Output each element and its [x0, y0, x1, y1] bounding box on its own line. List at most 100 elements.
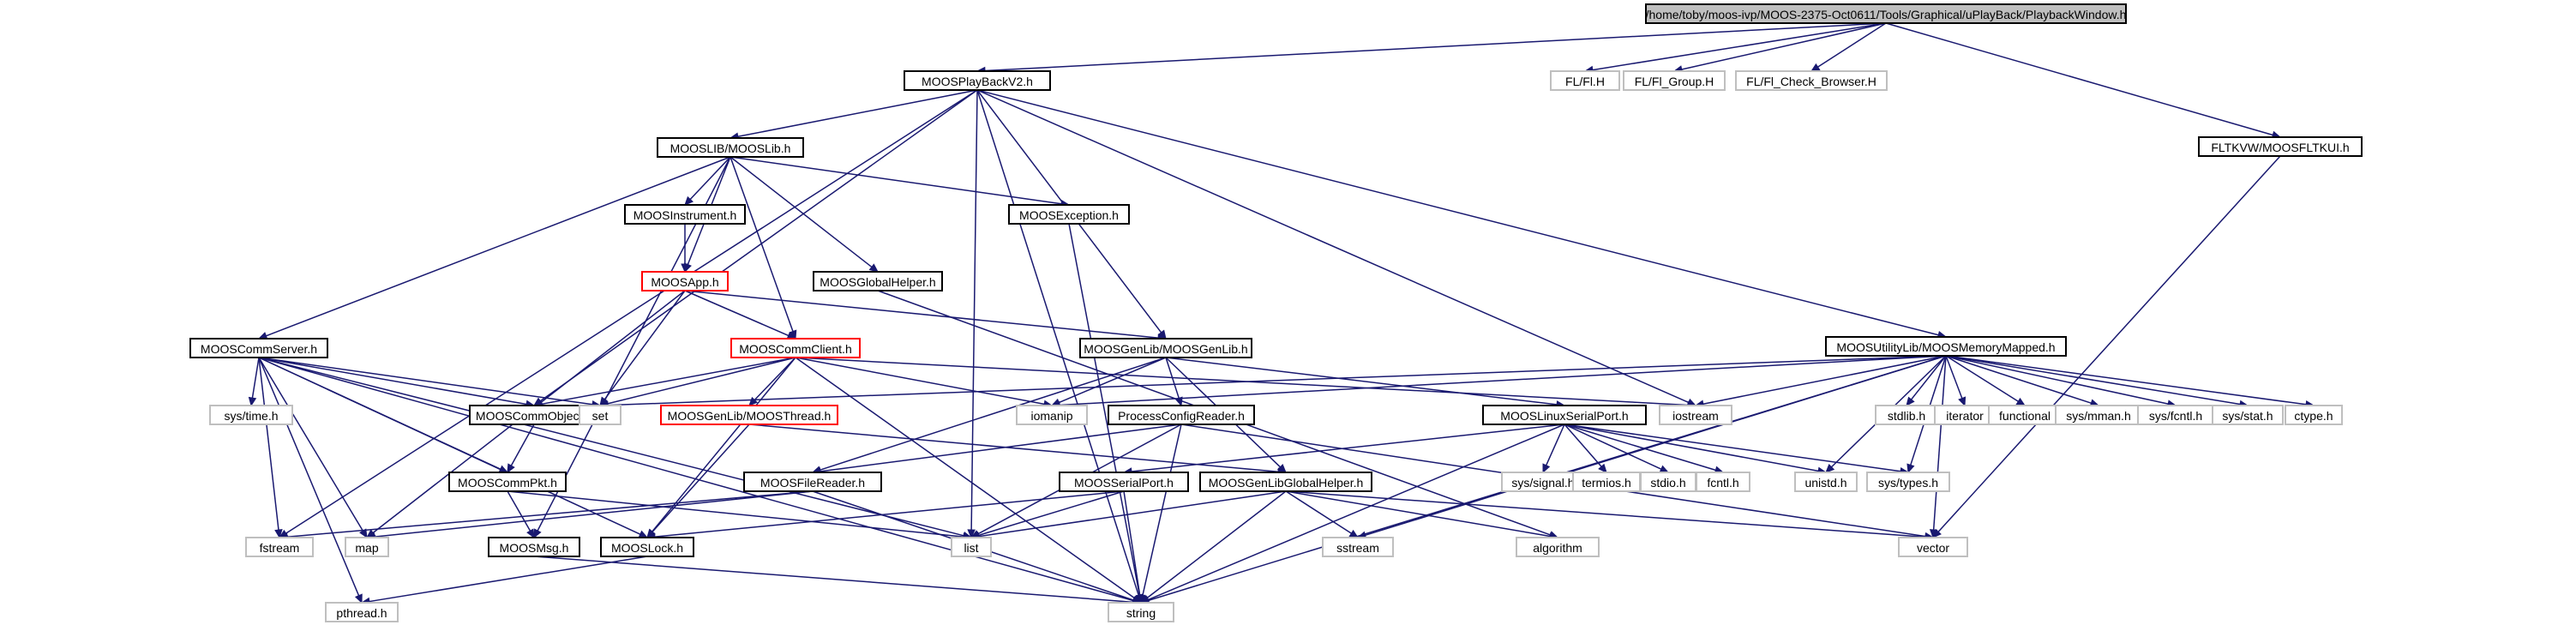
- node-mooslock-h[interactable]: MOOSLock.h: [600, 537, 694, 557]
- node-set: set: [579, 405, 621, 425]
- node-list: list: [951, 537, 992, 557]
- node-processconfigreader-h[interactable]: ProcessConfigReader.h: [1108, 405, 1255, 425]
- node-mooslinuxserialport-h[interactable]: MOOSLinuxSerialPort.h: [1482, 405, 1647, 425]
- node-label: MOOSFileReader.h: [760, 476, 865, 490]
- node-fl-fl-group-h: FL/Fl_Group.H: [1623, 70, 1726, 91]
- node-label: string: [1126, 606, 1156, 620]
- node-mooscommserver-h[interactable]: MOOSCommServer.h: [189, 338, 328, 358]
- node-label: sstream: [1336, 541, 1379, 555]
- node-fl-fl-h: FL/Fl.H: [1550, 70, 1620, 91]
- edge-mooslib-to-moosinst: [684, 156, 731, 206]
- node-sys-types-h: sys/types.h: [1866, 472, 1950, 492]
- arrowhead-icon: [507, 463, 515, 474]
- nodes-layer: /home/toby/moos-ivp/MOOS-2375-Oct0611/To…: [189, 3, 2363, 622]
- node-box: [1645, 3, 2127, 24]
- node-box: [1108, 602, 1174, 622]
- node-vector: vector: [1898, 537, 1968, 557]
- node-moosmsg-h[interactable]: MOOSMsg.h: [488, 537, 580, 557]
- edge-mooslib-to-commserver: [257, 156, 731, 340]
- arrowhead-icon: [248, 396, 257, 407]
- edge-genlibglobal-to-vector: [1285, 490, 1935, 542]
- node-mooslib-mooslib-h[interactable]: MOOSLIB/MOOSLib.h: [657, 137, 804, 158]
- node-label: sys/mman.h: [2066, 409, 2130, 423]
- arrowhead-icon: [684, 195, 694, 206]
- node-label: fcntl.h: [1707, 476, 1738, 490]
- edge-moosinst-to-moosapp: [681, 224, 689, 273]
- node-label: MOOSGenLibGlobalHelper.h: [1209, 476, 1364, 490]
- node-functional: functional: [1988, 405, 2062, 425]
- node-moosgenlib-moosthread-h[interactable]: MOOSGenLib/MOOSThread.h: [660, 405, 838, 425]
- node-box: [345, 537, 389, 557]
- node-label: stdlib.h: [1888, 409, 1925, 423]
- node-moosinstrument-h[interactable]: MOOSInstrument.h: [624, 204, 746, 225]
- node-label: stdio.h: [1650, 476, 1685, 490]
- edge-mooslib-to-moosexc: [730, 156, 1071, 208]
- node-home-toby-moos-ivp-moos-2375-oct0611-tools-graphical-uplayback-playbackwindow-h[interactable]: /home/toby/moos-ivp/MOOS-2375-Oct0611/To…: [1645, 3, 2127, 24]
- node-box: [1482, 405, 1647, 425]
- node-moosgenlibglobalhelper-h[interactable]: MOOSGenLibGlobalHelper.h: [1199, 472, 1372, 492]
- edge-moosapp-to-commclient: [684, 290, 797, 340]
- arrowhead-icon: [533, 528, 542, 539]
- node-label: list: [964, 541, 978, 555]
- node-box: [245, 537, 314, 557]
- node-mooscommpkt-h[interactable]: MOOSCommPkt.h: [448, 472, 567, 492]
- node-sys-fcntl-h: sys/fcntl.h: [2137, 405, 2214, 425]
- arrowhead-icon: [1140, 594, 1150, 604]
- edge-root-to-playback: [976, 22, 1887, 75]
- node-sys-mman-h: sys/mman.h: [2055, 405, 2142, 425]
- node-box: [1516, 537, 1600, 557]
- node-ctype-h: ctype.h: [2285, 405, 2343, 425]
- node-label: MOOSCommServer.h: [201, 342, 317, 356]
- node-mooscommclient-h[interactable]: MOOSCommClient.h: [730, 338, 861, 358]
- node-iostream: iostream: [1659, 405, 1732, 425]
- node-map: map: [345, 537, 389, 557]
- edge-commserver-to-string: [258, 357, 1143, 605]
- arrowhead-icon: [1958, 396, 1967, 407]
- node-moosapp-h[interactable]: MOOSApp.h: [641, 271, 729, 291]
- node-pthread-h: pthread.h: [325, 602, 399, 622]
- node-fltkvw-moosfltkui-h[interactable]: FLTKVW/MOOSFLTKUI.h: [2198, 136, 2363, 157]
- edge-moosapp-to-genlib: [684, 290, 1168, 342]
- edge-memmapped-to-sysfcntl: [1945, 355, 2177, 408]
- node-moosplaybackv2-h[interactable]: MOOSPlayBackV2.h: [904, 70, 1051, 91]
- node-mooscommobject-h[interactable]: MOOSCommObject.h: [469, 405, 599, 425]
- arrowhead-icon: [2015, 397, 2027, 406]
- edge-filereader-to-map: [365, 490, 814, 541]
- node-label: MOOSInstrument.h: [633, 208, 737, 222]
- node-moosutilitylib-moosmemorymapped-h[interactable]: MOOSUtilityLib/MOOSMemoryMapped.h: [1825, 336, 2067, 357]
- node-moosserialport-h[interactable]: MOOSSerialPort.h: [1059, 472, 1189, 492]
- arrowhead-icon: [354, 593, 363, 604]
- node-box: [1059, 472, 1189, 492]
- node-box: [1623, 70, 1726, 91]
- edge-commpkt-to-moosmsg: [507, 490, 535, 539]
- node-box: [1659, 405, 1732, 425]
- node-stdio-h: stdio.h: [1640, 472, 1696, 492]
- node-fcntl-h: fcntl.h: [1696, 472, 1750, 492]
- edge-genlib-to-iomanip: [1050, 357, 1167, 406]
- node-box: [209, 405, 293, 425]
- node-label: iostream: [1672, 409, 1719, 423]
- node-fl-fl-check-browser-h: FL/Fl_Check_Browser.H: [1735, 70, 1888, 91]
- node-label: termios.h: [1582, 476, 1631, 490]
- node-moosglobalhelper-h[interactable]: MOOSGlobalHelper.h: [813, 271, 943, 291]
- node-label: unistd.h: [1804, 476, 1846, 490]
- edge-linuxserial-to-systypes: [1564, 424, 1910, 476]
- edge-playback-to-mooslib: [729, 89, 978, 141]
- node-label: sys/signal.h: [1511, 476, 1574, 490]
- edge-linuxserial-to-termios: [1564, 424, 1607, 473]
- edge-moosthread-to-mooslock: [646, 424, 750, 538]
- arrowhead-icon: [1906, 396, 1915, 406]
- edge-memmapped-to-ctype: [1945, 355, 2315, 409]
- node-label: FL/Fl_Group.H: [1635, 75, 1714, 88]
- node-moosexception-h[interactable]: MOOSException.h: [1008, 204, 1130, 225]
- node-label: MOOSGenLib/MOOSGenLib.h: [1084, 342, 1247, 356]
- node-moosgenlib-moosgenlib-h[interactable]: MOOSGenLib/MOOSGenLib.h: [1079, 338, 1252, 358]
- node-sys-signal-h: sys/signal.h: [1501, 472, 1585, 492]
- node-label: ctype.h: [2294, 409, 2333, 423]
- arrowhead-icon: [1659, 465, 1670, 473]
- node-box: [2285, 405, 2343, 425]
- node-box: [1898, 537, 1968, 557]
- node-label: ProcessConfigReader.h: [1118, 409, 1245, 423]
- arrowhead-icon: [1825, 463, 1835, 473]
- node-moosfilereader-h[interactable]: MOOSFileReader.h: [743, 472, 882, 492]
